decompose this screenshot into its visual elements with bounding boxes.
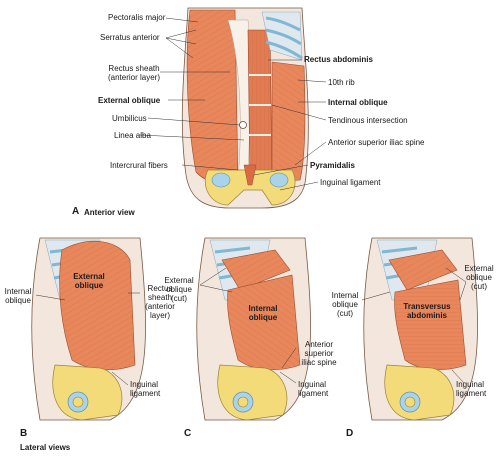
- label-internal-oblique-a: Internal oblique: [328, 98, 388, 107]
- label-inguinal-ligament-d-line1: Inguinal: [456, 380, 485, 389]
- label-inguinal-ligament-c-line1: Inguinal: [298, 380, 327, 389]
- label-rectus-sheath-a-line2: (anterior layer): [107, 73, 160, 82]
- label-rectus-sheath-a-line1: Rectus sheath: [108, 64, 160, 73]
- label-external-oblique-cut-d-line2: oblique: [466, 273, 492, 282]
- anterior-view-leaders: [139, 17, 327, 191]
- label-asis-c-line2: superior: [304, 349, 334, 358]
- label-inguinal-ligament-d-line2: ligament: [456, 389, 487, 398]
- label-asis-c-line3: iliac spine: [301, 358, 337, 367]
- label-inguinal-ligament-b-line2: ligament: [130, 389, 161, 398]
- label-rectus-abdominis: Rectus abdominis: [304, 55, 373, 64]
- label-external-oblique-cut-c: External oblique (cut): [158, 276, 200, 303]
- label-inguinal-ligament-a: Inguinal ligament: [320, 178, 381, 187]
- label-rectus-sheath-b-line3: (anterior: [145, 302, 175, 311]
- label-internal-oblique-cut-d-line1: Internal: [331, 291, 359, 300]
- lateral-view-c-leaders: [199, 267, 297, 384]
- label-rectus-sheath-a: Rectus sheath (anterior layer): [104, 64, 164, 82]
- label-serratus-anterior: Serratus anterior: [100, 33, 160, 42]
- label-internal-oblique-cut-d-line2: oblique: [332, 300, 358, 309]
- label-inguinal-ligament-d: Inguinal ligament: [456, 380, 486, 398]
- label-inguinal-ligament-c-line2: ligament: [298, 389, 329, 398]
- label-rectus-sheath-b-line4: layer): [149, 311, 170, 320]
- label-internal-oblique-b: Internal oblique: [0, 287, 36, 305]
- label-external-oblique-cut-d: External oblique (cut): [458, 264, 500, 291]
- label-rectus-sheath-b: Rectus sheath (anterior layer): [140, 284, 180, 320]
- label-internal-oblique-c: Internal oblique: [238, 304, 288, 322]
- label-internal-oblique-b-line2: oblique: [5, 296, 31, 305]
- label-internal-oblique-cut-d-line3: (cut): [337, 309, 353, 318]
- panel-letter-d: D: [346, 428, 354, 439]
- label-transversus-abdominis: Transversus abdominis: [400, 302, 454, 320]
- panel-letter-b: B: [20, 428, 28, 439]
- lateral-view-b-leaders: [35, 292, 140, 386]
- label-asis-a: Anterior superior iliac spine: [328, 138, 425, 147]
- label-transversus-abdominis-line1: Transversus: [403, 302, 451, 311]
- lateral-view-c-drawing: [196, 237, 311, 421]
- label-external-oblique-cut-d-line1: External: [464, 264, 494, 273]
- label-external-oblique-b: External oblique: [64, 272, 114, 290]
- label-inguinal-ligament-b: Inguinal ligament: [130, 380, 160, 398]
- label-internal-oblique-b-line1: Internal: [4, 287, 32, 296]
- label-tenth-rib: 10th rib: [328, 78, 355, 87]
- label-pectoralis-major: Pectoralis major: [108, 13, 166, 22]
- label-external-oblique-cut-c-line2: oblique: [166, 285, 192, 294]
- lateral-view-b-drawing: [31, 237, 146, 421]
- label-external-oblique-b-line2: oblique: [74, 281, 104, 290]
- label-inguinal-ligament-c: Inguinal ligament: [298, 380, 328, 398]
- label-external-oblique-cut-d-line3: (cut): [471, 282, 487, 291]
- label-asis-c-line1: Anterior: [304, 340, 333, 349]
- label-external-oblique-cut-c-line3: (cut): [171, 294, 187, 303]
- label-external-oblique-a: External oblique: [98, 96, 161, 105]
- label-internal-oblique-cut-d: Internal oblique (cut): [326, 291, 364, 318]
- label-internal-oblique-c-line1: Internal: [248, 304, 278, 313]
- label-asis-c: Anterior superior iliac spine: [294, 340, 344, 367]
- label-intercrural-fibers: Intercrural fibers: [110, 161, 168, 170]
- panel-letter-a: A: [72, 206, 80, 217]
- anterior-view-drawing: [181, 7, 309, 209]
- label-transversus-abdominis-line2: abdominis: [406, 311, 447, 320]
- label-pyramidalis: Pyramidalis: [310, 161, 355, 170]
- label-external-oblique-b-line1: External: [73, 272, 105, 281]
- label-inguinal-ligament-b-line1: Inguinal: [130, 380, 159, 389]
- lateral-view-d-leaders: [361, 267, 467, 384]
- label-umbilicus: Umbilicus: [112, 114, 147, 123]
- caption-anterior-view: Anterior view: [84, 208, 135, 217]
- lateral-view-d-drawing: [363, 237, 478, 421]
- label-linea-alba: Linea alba: [114, 131, 151, 140]
- label-rectus-sheath-b-line2: sheath: [147, 293, 173, 302]
- label-rectus-sheath-b-line1: Rectus: [147, 284, 173, 293]
- panel-letter-c: C: [184, 428, 192, 439]
- caption-lateral-views: Lateral views: [20, 443, 71, 452]
- label-internal-oblique-c-line2: oblique: [248, 313, 278, 322]
- label-tendinous-intersection: Tendinous intersection: [328, 116, 408, 125]
- label-external-oblique-cut-c-line1: External: [164, 276, 194, 285]
